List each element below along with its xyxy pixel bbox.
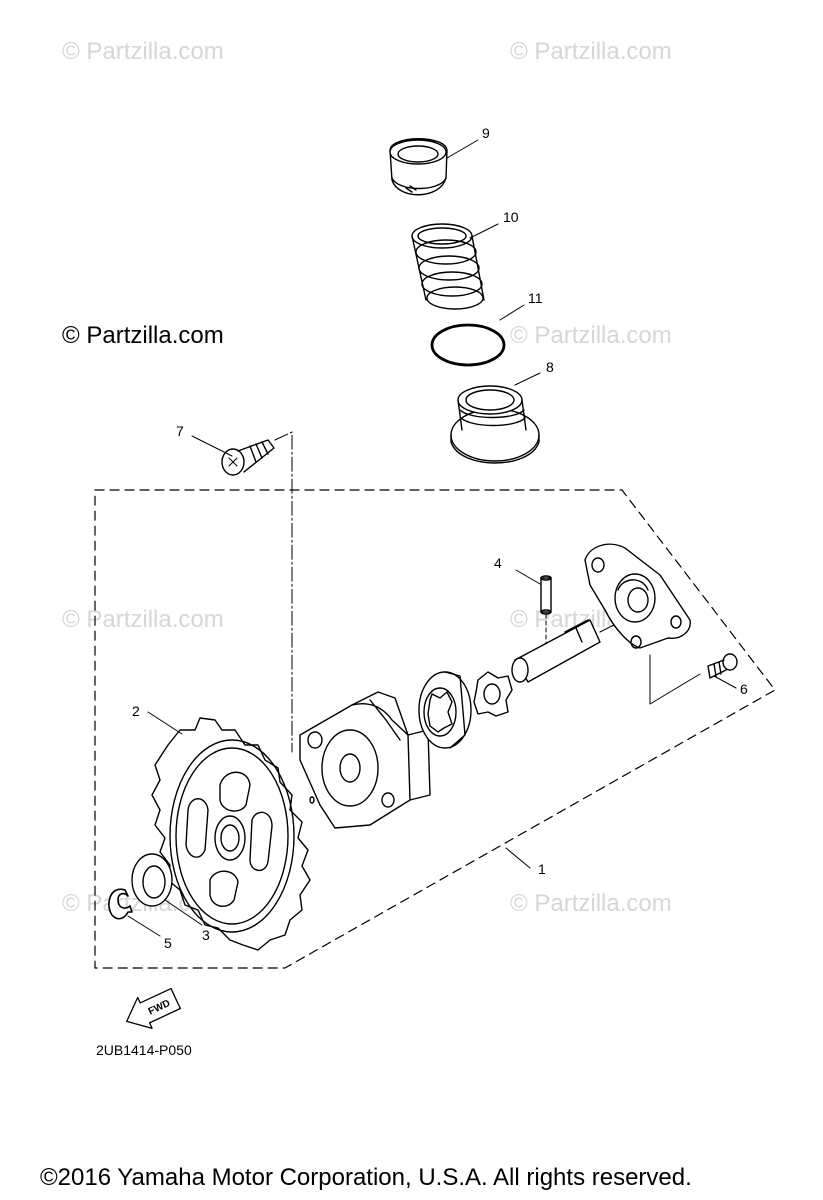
leader-10 <box>469 223 499 239</box>
leader-4 <box>515 569 541 585</box>
screw-guide-line <box>274 431 293 753</box>
watermark-top-left: © Partzilla.com <box>62 38 224 65</box>
fwd-arrow: FWD <box>126 987 181 1029</box>
leader-9 <box>446 139 479 159</box>
leader-2 <box>147 711 183 735</box>
watermark-mid-right: © Partzilla.com <box>510 322 672 349</box>
callout-3: 3 <box>202 927 210 943</box>
part-3-washer <box>131 853 173 907</box>
part-2-gear <box>151 717 311 951</box>
callout-9: 9 <box>482 125 490 141</box>
leader-1 <box>505 847 531 869</box>
watermark-top-right: © Partzilla.com <box>510 38 672 65</box>
part-4-pin <box>540 575 552 645</box>
callout-1: 1 <box>538 861 546 877</box>
copyright-notice: ©2016 Yamaha Motor Corporation, U.S.A. A… <box>40 1164 692 1191</box>
leader-7 <box>191 435 233 457</box>
assembly-boundary <box>94 489 776 969</box>
screw-6-guide-line <box>649 654 701 705</box>
watermark-bottom-right: © Partzilla.com <box>510 890 672 917</box>
part-8-plug <box>450 385 540 464</box>
part-5-circlip <box>108 888 133 920</box>
leader-5 <box>127 915 161 937</box>
pump-outer-rotor <box>418 671 472 749</box>
pump-housing <box>299 691 431 829</box>
callout-8: 8 <box>546 359 554 375</box>
callout-5: 5 <box>164 935 172 951</box>
watermark-center-left: © Partzilla.com <box>62 606 224 633</box>
pump-shaft <box>511 611 641 683</box>
leader-3 <box>164 899 203 926</box>
leader-8 <box>514 372 541 386</box>
leader-6 <box>713 675 737 689</box>
callout-7: 7 <box>176 423 184 439</box>
callout-10: 10 <box>503 209 519 225</box>
callout-6: 6 <box>740 681 748 697</box>
leader-11 <box>499 304 525 321</box>
callout-2: 2 <box>132 703 140 719</box>
watermark-main: © Partzilla.com <box>62 322 224 349</box>
pump-inner-rotor <box>473 671 513 717</box>
part-7-screw <box>221 439 275 476</box>
part-10-spring <box>411 223 485 310</box>
diagram-code: 2UB1414-P050 <box>96 1042 192 1058</box>
part-6-screw <box>707 653 738 679</box>
pump-cover-plate <box>584 543 691 649</box>
callout-11: 11 <box>528 290 543 306</box>
callout-4: 4 <box>494 555 502 571</box>
part-9-cap <box>389 138 448 196</box>
part-11-o-ring <box>430 323 506 367</box>
